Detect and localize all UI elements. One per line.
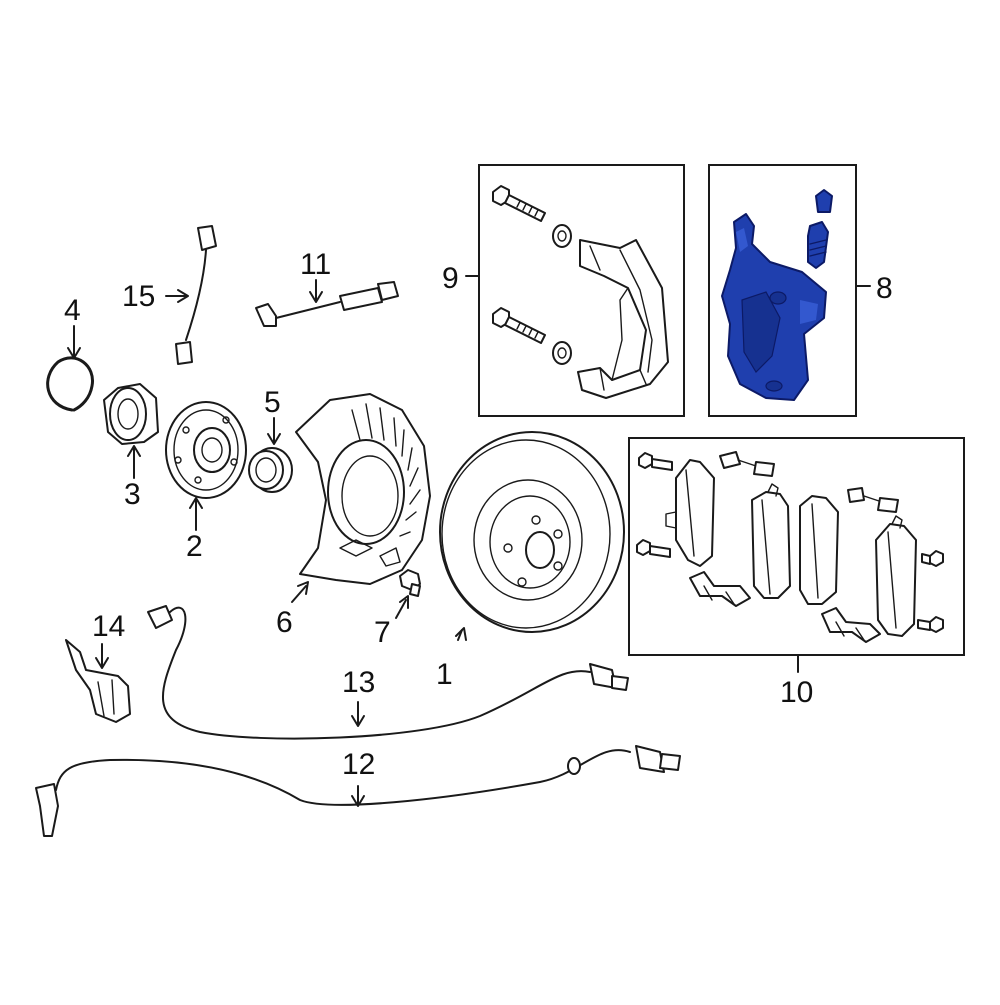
callout-7: 7 [374, 616, 391, 649]
callout-5: 5 [264, 386, 281, 419]
wear-sensor-2 [847, 487, 899, 513]
part-12-abs-sensor-cable[interactable] [35, 745, 681, 837]
callout-numbers: 1 2 3 4 5 6 7 8 9 10 11 12 13 14 15 [64, 248, 893, 781]
brake-pad-4 [875, 515, 917, 637]
caliper-housing [721, 213, 827, 401]
pad-bolt-3 [921, 550, 944, 567]
part-8-box [708, 164, 857, 417]
part-11-pad-wear-sensor[interactable] [255, 281, 399, 327]
callout-1: 1 [436, 658, 453, 691]
pad-bolt-1 [638, 452, 673, 471]
bleeder-cap [815, 189, 833, 213]
part-7-bolt[interactable] [399, 569, 421, 597]
part-1-brake-rotor[interactable] [439, 431, 625, 633]
bracket-bolt-lower [492, 307, 546, 344]
part-10-box [628, 437, 965, 656]
brake-pad-3 [799, 495, 839, 605]
callout-11: 11 [300, 248, 331, 281]
caliper-bracket [577, 239, 669, 399]
brake-pad-1 [665, 459, 715, 567]
pad-bolt-2 [636, 539, 671, 558]
callout-2: 2 [186, 530, 203, 563]
part-9-box [478, 164, 685, 417]
part-15-wear-sensor[interactable] [175, 225, 217, 365]
part-10-brake-pads-group[interactable] [628, 437, 965, 656]
callout-leaders [67, 275, 871, 807]
brake-pad-2 [751, 483, 791, 599]
part-4-snap-ring[interactable] [46, 356, 94, 412]
part-5-seal[interactable] [248, 447, 293, 493]
callout-15: 15 [122, 280, 155, 313]
part-6-dust-shield[interactable] [295, 393, 431, 585]
part-14-sensor-bracket[interactable] [65, 639, 131, 723]
callout-12: 12 [342, 748, 375, 781]
pad-bolt-4 [917, 616, 944, 633]
bracket-washer-upper [552, 224, 572, 248]
callout-13: 13 [342, 666, 375, 699]
callout-6: 6 [276, 606, 293, 639]
bleeder-screw [807, 221, 829, 269]
callout-3: 3 [124, 478, 141, 511]
callout-14: 14 [92, 610, 125, 643]
part-3-wheel-bearing[interactable] [103, 383, 159, 445]
callout-8: 8 [876, 272, 893, 305]
wear-sensor-1 [719, 451, 775, 477]
pad-clip-2 [821, 607, 881, 643]
pad-clip-1 [689, 571, 751, 607]
bracket-washer-lower [552, 341, 572, 365]
part-8-caliper-group[interactable] [708, 164, 857, 417]
part-13-abs-sensor-cable[interactable] [147, 605, 629, 740]
part-9-caliper-bracket-group[interactable] [478, 164, 685, 417]
callout-9: 9 [442, 262, 459, 295]
bracket-bolt-upper [492, 185, 546, 222]
callout-4: 4 [64, 294, 81, 327]
part-2-wheel-hub[interactable] [165, 401, 247, 499]
callout-10: 10 [780, 676, 813, 709]
